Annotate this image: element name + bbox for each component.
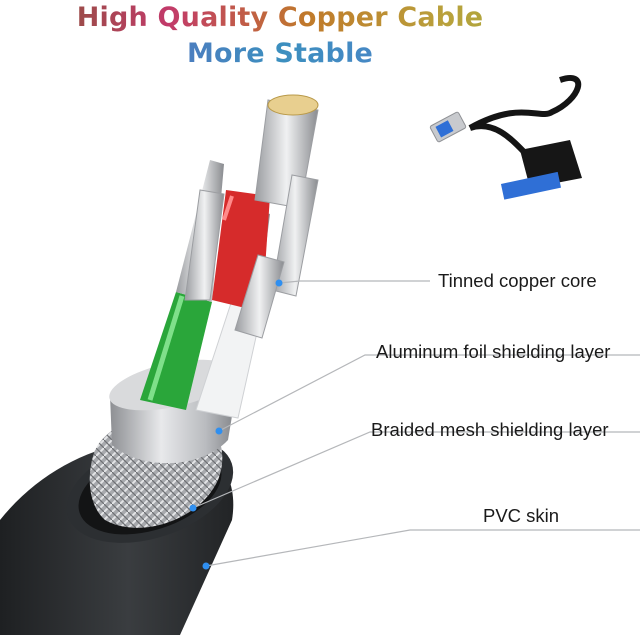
copper-core-strands (184, 94, 319, 339)
callout-braided-mesh: Braided mesh shielding layer (371, 419, 609, 440)
callout-dot-pvc (202, 562, 210, 570)
leader-line-pvc (205, 529, 640, 567)
leader-line-braid (192, 431, 640, 509)
leader-lines (192, 280, 640, 567)
usb-sata-adapter-icon (428, 70, 598, 220)
leader-line-core (278, 280, 430, 284)
callout-dot-core (275, 279, 283, 287)
callout-tinned-copper-core: Tinned copper core (438, 270, 597, 291)
callout-pvc-skin: PVC skin (483, 505, 560, 526)
page-title: High Quality Copper Cable (0, 2, 560, 33)
page-subtitle: More Stable (0, 38, 560, 69)
leader-line-foil (218, 354, 640, 432)
callout-dot-braid (189, 504, 197, 512)
callout-aluminum-foil: Aluminum foil shielding layer (376, 341, 611, 362)
callout-dot-foil (215, 427, 223, 435)
